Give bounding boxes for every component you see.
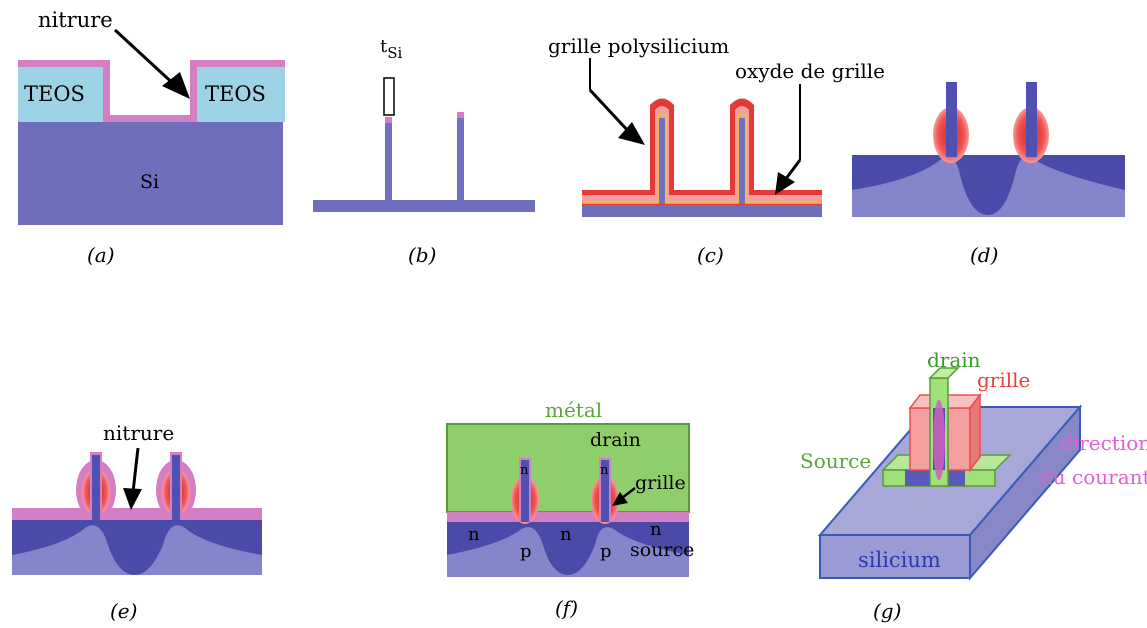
label-n-right: n	[650, 519, 662, 540]
label-silicium-g: silicium	[858, 548, 941, 572]
current-direction-marker	[933, 400, 945, 480]
nitride-liner	[18, 60, 285, 122]
panel-c: grille polysilicium oxyde de grille (c)	[548, 34, 885, 267]
label-nitrure-e: nitrure	[103, 421, 174, 445]
substrate-c	[582, 205, 822, 217]
panel-e: nitrure (e)	[12, 421, 262, 623]
label-p-right: p	[600, 541, 612, 562]
fin-right-top	[457, 112, 464, 118]
panel-a: nitrure TEOS TEOS Si (a)	[18, 8, 285, 267]
fin-e-right-core	[172, 455, 180, 520]
grille-f-arrowhead	[612, 492, 628, 506]
label-tsi: tSi	[380, 36, 403, 62]
nitrure-e-arrow	[131, 447, 140, 493]
label-teos-left: TEOS	[24, 82, 85, 106]
fin-d-left	[946, 82, 957, 157]
label-source-g: Source	[800, 449, 871, 473]
caption-c: (c)	[697, 243, 724, 267]
label-direction-g: direction	[1060, 431, 1147, 455]
label-drain-g: drain	[927, 348, 981, 372]
gate-block-right	[947, 407, 971, 471]
label-n-fin-left: n	[520, 463, 529, 478]
panel-g: drain grille Source direction du courant…	[800, 348, 1147, 623]
gate-block-left	[909, 407, 933, 471]
label-nitrure: nitrure	[38, 8, 113, 32]
caption-e: (e)	[110, 599, 137, 623]
label-n-left: n	[468, 524, 480, 545]
label-grille-g: grille	[977, 368, 1030, 392]
label-grille-polysilicium: grille polysilicium	[548, 34, 729, 58]
caption-a: (a)	[87, 243, 115, 267]
metal-layer	[446, 423, 690, 513]
poly-gate-layer	[582, 98, 822, 205]
fin-f-left-core	[521, 460, 529, 522]
teos-right-block	[197, 67, 285, 122]
implant-region-e	[12, 520, 262, 575]
implant-region-f	[447, 522, 689, 575]
gate-oxide	[582, 114, 822, 204]
grille-poly-arrowhead	[618, 122, 645, 145]
nitride-layer-f	[447, 512, 689, 522]
label-si: Si	[140, 171, 159, 193]
fin-left	[385, 122, 392, 202]
fin-left-top	[385, 117, 392, 123]
nitrure-arrowhead	[162, 72, 190, 99]
silicon-slab-side	[969, 404, 1081, 581]
nitrure-arrow	[113, 28, 180, 90]
nitrure-e-arrowhead	[123, 488, 142, 510]
panel-f: métal drain grille source n n n n n p p …	[446, 398, 694, 620]
fin-c-right	[739, 118, 745, 204]
fin-f-right-core	[601, 460, 609, 522]
label-teos-right: TEOS	[205, 82, 266, 106]
oxyde-arrowhead	[775, 172, 795, 195]
label-n-fin-right: n	[600, 463, 609, 478]
grille-f-arrow	[621, 487, 636, 499]
caption-d: (d)	[970, 243, 998, 267]
label-grille-f: grille	[635, 472, 686, 494]
label-oxyde-de-grille: oxyde de grille	[735, 59, 885, 83]
si-substrate	[18, 120, 283, 225]
nitride-layer-e	[12, 508, 262, 520]
panel-b: tSi (b)	[313, 36, 535, 267]
panel-d: (d)	[852, 82, 1125, 267]
fin-right	[457, 117, 464, 202]
tsi-marker	[383, 77, 395, 116]
caption-f: (f)	[555, 596, 578, 620]
caption-b: (b)	[408, 243, 436, 267]
implant-region-d	[852, 155, 1125, 215]
caption-g: (g)	[873, 599, 901, 623]
gate-block-side	[969, 392, 981, 473]
label-p-left: p	[520, 541, 532, 562]
fin-c-left	[659, 118, 665, 204]
fin-e-left-core	[92, 455, 100, 520]
oxyde-arrow	[783, 159, 802, 181]
label-du-courant-g: du courant	[1040, 465, 1147, 489]
teos-left-block	[18, 67, 103, 122]
label-metal: métal	[545, 398, 602, 422]
label-n-mid: n	[560, 524, 572, 545]
label-source-f: source	[630, 539, 694, 561]
fin-d-right	[1026, 82, 1037, 157]
label-drain-f: drain	[590, 429, 641, 451]
drain-contact-top	[928, 367, 960, 379]
substrate-b	[313, 200, 535, 212]
grille-poly-arrow	[588, 88, 632, 135]
